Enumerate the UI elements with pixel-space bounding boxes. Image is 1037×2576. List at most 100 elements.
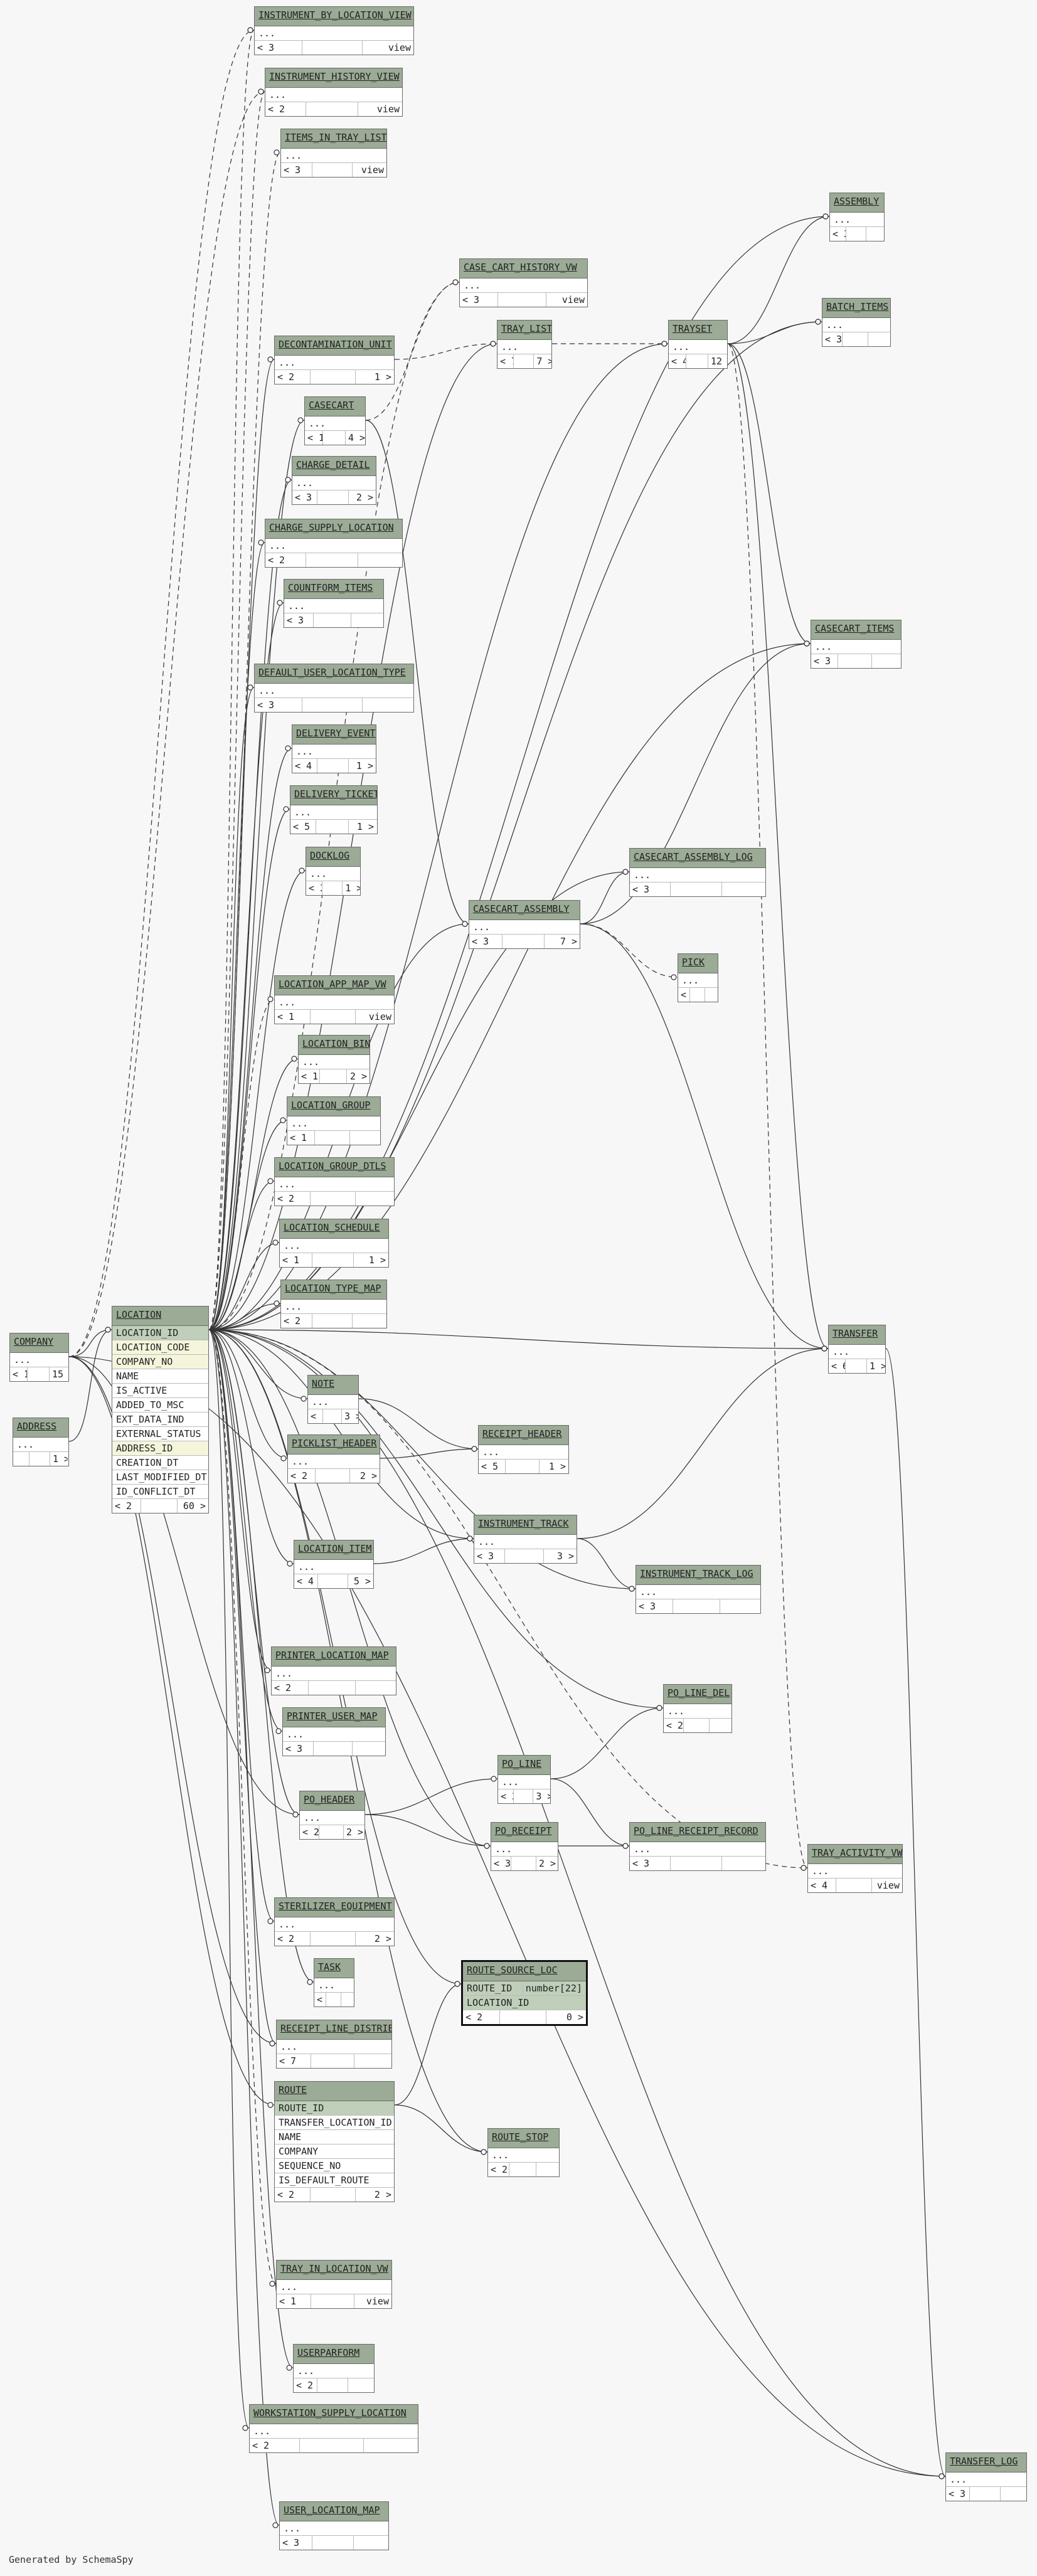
table-title[interactable]: LOCATION_GROUP bbox=[287, 1097, 380, 1116]
table-title[interactable]: COUNTFORM_ITEMS bbox=[284, 580, 383, 599]
table-userparform[interactable]: USERPARFORM...< 2 bbox=[293, 2344, 375, 2393]
table-title[interactable]: USER_LOCATION_MAP bbox=[280, 2502, 388, 2521]
table-title[interactable]: INSTRUMENT_TRACK bbox=[474, 1515, 577, 1535]
table-address[interactable]: ADDRESS...1 > bbox=[13, 1418, 69, 1466]
table-title[interactable]: RECEIPT_HEADER bbox=[479, 1426, 568, 1445]
table-pick[interactable]: PICK...< 4 bbox=[678, 953, 718, 1002]
table-instrument-track-log[interactable]: INSTRUMENT_TRACK_LOG...< 3 bbox=[635, 1565, 761, 1614]
table-title[interactable]: LOCATION bbox=[112, 1307, 208, 1326]
table-route-stop[interactable]: ROUTE_STOP...< 2 bbox=[487, 2128, 560, 2177]
table-note[interactable]: NOTE...< 23 > bbox=[307, 1375, 359, 1424]
table-title[interactable]: DELIVERY_EVENT bbox=[292, 725, 376, 745]
table-title[interactable]: PRINTER_LOCATION_MAP bbox=[272, 1647, 396, 1667]
table-batch-items[interactable]: BATCH_ITEMS...< 3 bbox=[822, 298, 891, 347]
table-company[interactable]: COMPANY...< 115 > bbox=[9, 1333, 69, 1382]
table-title[interactable]: TASK bbox=[314, 1959, 354, 1978]
table-title[interactable]: DOCKLOG bbox=[306, 847, 360, 867]
table-title[interactable]: ROUTE_STOP bbox=[488, 2129, 559, 2148]
table-title[interactable]: LOCATION_TYPE_MAP bbox=[281, 1280, 386, 1300]
table-po-line[interactable]: PO_LINE...< 23 > bbox=[497, 1755, 551, 1804]
table-tray-list[interactable]: TRAY_LIST...< 77 > bbox=[497, 320, 552, 369]
table-title[interactable]: ROUTE_SOURCE_LOC bbox=[463, 1962, 586, 1981]
table-title[interactable]: PO_RECEIPT bbox=[491, 1823, 558, 1842]
table-title[interactable]: ASSEMBLY bbox=[830, 193, 884, 213]
table-title[interactable]: LOCATION_APP_MAP_VW bbox=[275, 976, 394, 995]
table-title[interactable]: CASECART bbox=[305, 397, 365, 416]
table-title[interactable]: DEFAULT_USER_LOCATION_TYPE bbox=[255, 664, 413, 684]
table-location-group-dtls[interactable]: LOCATION_GROUP_DTLS...< 2 bbox=[274, 1157, 395, 1206]
table-title[interactable]: TRAYSET bbox=[669, 321, 727, 340]
table-title[interactable]: ITEMS_IN_TRAY_LISTS bbox=[281, 129, 386, 149]
table-casecart-assembly-log[interactable]: CASECART_ASSEMBLY_LOG...< 3 bbox=[629, 848, 766, 897]
table-title[interactable]: CASE_CART_HISTORY_VW bbox=[460, 259, 587, 278]
table-title[interactable]: PICKLIST_HEADER bbox=[288, 1435, 380, 1455]
table-title[interactable]: INSTRUMENT_TRACK_LOG bbox=[636, 1566, 760, 1585]
table-workstation-supply-location[interactable]: WORKSTATION_SUPPLY_LOCATION...< 2 bbox=[249, 2404, 418, 2453]
table-title[interactable]: NOTE bbox=[308, 1375, 358, 1395]
table-location-group[interactable]: LOCATION_GROUP...< 1 bbox=[287, 1096, 381, 1145]
table-title[interactable]: TRANSFER_LOG bbox=[946, 2453, 1026, 2473]
table-title[interactable]: CASECART_ITEMS bbox=[811, 620, 901, 640]
table-po-line-del[interactable]: PO_LINE_DEL...< 2 bbox=[663, 1684, 732, 1733]
table-title[interactable]: USERPARFORM bbox=[294, 2345, 374, 2364]
table-location-type-map[interactable]: LOCATION_TYPE_MAP...< 2 bbox=[280, 1280, 387, 1328]
table-title[interactable]: TRANSFER bbox=[829, 1325, 885, 1345]
table-title[interactable]: WORKSTATION_SUPPLY_LOCATION bbox=[250, 2405, 418, 2424]
table-title[interactable]: LOCATION_ITEM bbox=[294, 1540, 373, 1560]
table-assembly[interactable]: ASSEMBLY...< 3 bbox=[829, 193, 885, 241]
table-title[interactable]: PICK bbox=[678, 954, 718, 973]
table-title[interactable]: PO_LINE bbox=[498, 1756, 550, 1775]
table-title[interactable]: PRINTER_USER_MAP bbox=[283, 1708, 385, 1727]
table-transfer[interactable]: TRANSFER...< 61 > bbox=[828, 1325, 886, 1374]
table-title[interactable]: CHARGE_DETAIL bbox=[292, 457, 376, 476]
table-default-user-location-type[interactable]: DEFAULT_USER_LOCATION_TYPE...< 3 bbox=[254, 664, 414, 713]
table-printer-user-map[interactable]: PRINTER_USER_MAP...< 3 bbox=[282, 1707, 386, 1756]
table-task[interactable]: TASK...< 2 bbox=[314, 1958, 354, 2007]
table-po-line-receipt-record[interactable]: PO_LINE_RECEIPT_RECORD...< 3 bbox=[629, 1822, 766, 1871]
table-title[interactable]: LOCATION_BIN bbox=[299, 1036, 370, 1055]
table-title[interactable]: PO_HEADER bbox=[300, 1791, 364, 1811]
table-title[interactable]: STERILIZER_EQUIPMENT bbox=[275, 1898, 394, 1917]
table-countform-items[interactable]: COUNTFORM_ITEMS...< 3 bbox=[284, 579, 384, 628]
table-title[interactable]: ROUTE bbox=[275, 2082, 394, 2101]
table-title[interactable]: TRAY_IN_LOCATION_VW bbox=[277, 2261, 391, 2280]
table-user-location-map[interactable]: USER_LOCATION_MAP...< 3 bbox=[279, 2501, 389, 2550]
table-title[interactable]: DELIVERY_TICKET bbox=[290, 786, 377, 805]
table-title[interactable]: CASECART_ASSEMBLY bbox=[469, 901, 580, 920]
table-title[interactable]: COMPANY bbox=[10, 1333, 68, 1353]
table-title[interactable]: INSTRUMENT_BY_LOCATION_VIEW bbox=[255, 7, 413, 26]
table-title[interactable]: TRAY_ACTIVITY_VW bbox=[808, 1845, 902, 1864]
table-title[interactable]: RECEIPT_LINE_DISTRIB bbox=[277, 2020, 391, 2040]
table-title[interactable]: CASECART_ASSEMBLY_LOG bbox=[630, 849, 765, 868]
table-title[interactable]: BATCH_ITEMS bbox=[822, 299, 890, 318]
table-title[interactable]: LOCATION_SCHEDULE bbox=[280, 1219, 388, 1239]
table-transfer-log[interactable]: TRANSFER_LOG...< 3 bbox=[945, 2452, 1027, 2501]
table-charge-supply-location[interactable]: CHARGE_SUPPLY_LOCATION...< 2 bbox=[265, 519, 403, 568]
table-title[interactable]: LOCATION_GROUP_DTLS bbox=[275, 1158, 394, 1177]
table-title[interactable]: PO_LINE_RECEIPT_RECORD bbox=[630, 1823, 765, 1842]
table-title[interactable]: PO_LINE_DEL bbox=[664, 1685, 731, 1704]
